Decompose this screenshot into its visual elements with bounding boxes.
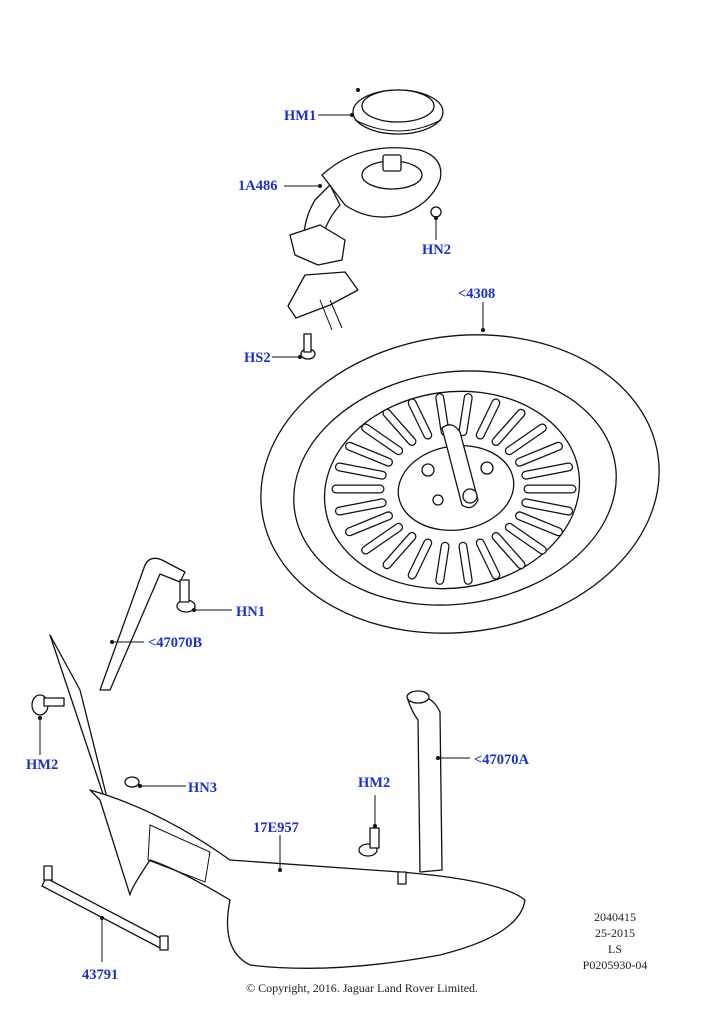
wheel-slot-fill — [362, 524, 402, 554]
screw-hm2-right — [358, 827, 380, 857]
wheel-slot-fill — [362, 424, 402, 454]
wheel-slot-fill — [516, 442, 562, 466]
wheel-slot-fill — [506, 524, 546, 554]
leader-dots — [38, 113, 485, 920]
spare-wheel-carrier-1a486 — [287, 147, 442, 331]
callout-47070b[interactable]: <47070B — [148, 635, 203, 651]
wheel-slot-fill — [408, 399, 432, 439]
callout-hs2[interactable]: HS2 — [244, 350, 271, 366]
screw-hm2-left — [31, 694, 65, 716]
meta-line-4: P0205930-04 — [582, 958, 648, 972]
floor-panel-17e957 — [49, 634, 526, 969]
tube-47070a — [406, 690, 443, 873]
callout-47070a[interactable]: <47070A — [474, 752, 529, 768]
callout-43791[interactable]: 43791 — [82, 967, 119, 983]
wheel-slot-fill — [476, 539, 500, 579]
wheel-slot-fill — [383, 533, 416, 568]
leader-lines — [39, 114, 484, 962]
wheel-slot-fill — [492, 410, 525, 445]
wheel-slot-fill — [383, 410, 416, 445]
wheel-slot-fill — [336, 463, 386, 479]
meta-code: 2040415 25-2015 LS P0205930-04 — [570, 909, 660, 973]
callout-hn3[interactable]: HN3 — [188, 780, 217, 796]
wheel-slot-fill — [459, 543, 472, 584]
meta-line-2: 25-2015 — [595, 926, 635, 940]
wheel-slot-fill — [436, 543, 449, 584]
hook-47070b — [99, 557, 196, 691]
wheel-slot-fill — [476, 399, 500, 439]
wheel-slot-fill — [336, 499, 386, 515]
wheel-slot-fill — [506, 424, 546, 454]
wheel-slot-fill — [408, 539, 432, 579]
callout-1a486[interactable]: 1A486 — [238, 178, 278, 194]
callout-hm1[interactable]: HM1 — [284, 108, 317, 124]
callout-hn1[interactable]: HN1 — [236, 604, 265, 620]
wheel-slot-fill — [346, 512, 392, 536]
wheel-slot-fill — [492, 533, 525, 568]
callout-17e957[interactable]: 17E957 — [253, 820, 299, 836]
wheel-slot-fill — [522, 499, 572, 515]
spare-wheel-4308 — [260, 334, 660, 634]
rod-43791 — [41, 865, 169, 951]
meta-line-1: 2040415 — [594, 910, 636, 924]
copyright-notice: © Copyright, 2016. Jaguar Land Rover Lim… — [245, 981, 479, 995]
nut-hn3 — [124, 776, 140, 788]
callout-hm2-left[interactable]: HM2 — [26, 757, 59, 773]
bolt-hs2 — [300, 333, 316, 360]
cap-hm1 — [352, 88, 444, 135]
meta-line-3: LS — [607, 942, 622, 956]
wheel-slot-fill — [459, 394, 472, 435]
callout-4308[interactable]: <4308 — [458, 286, 496, 302]
wheel-slot-fill — [346, 442, 392, 466]
callout-hn2[interactable]: HN2 — [422, 242, 451, 258]
wheel-slot-fill — [522, 463, 572, 479]
callout-hm2-right[interactable]: HM2 — [358, 775, 391, 791]
wheel-slot-fill — [516, 512, 562, 536]
